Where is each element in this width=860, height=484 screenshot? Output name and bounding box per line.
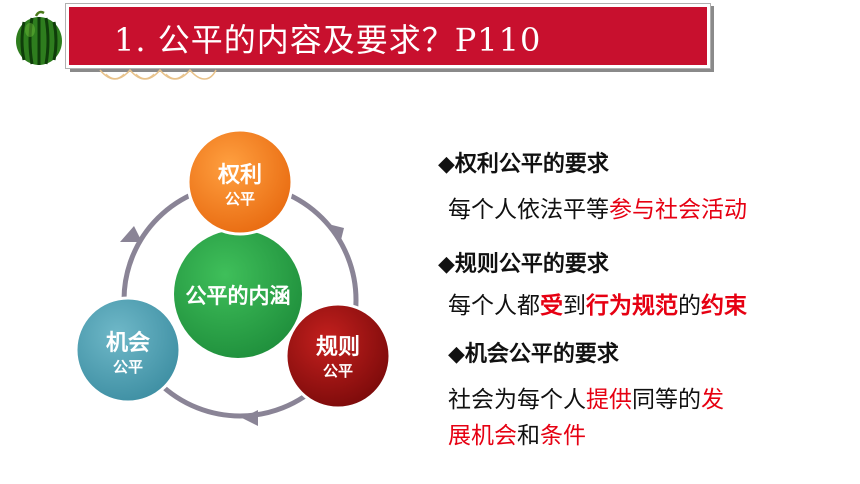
node-opportunity bbox=[74, 296, 182, 404]
rules-requirement-heading: ◆规则公平的要求 bbox=[438, 252, 609, 277]
highlight-text: 提供 bbox=[586, 387, 632, 413]
node-rights bbox=[186, 128, 294, 236]
highlight-text: 参与社会活动 bbox=[609, 197, 747, 223]
highlight-text: 发 bbox=[701, 387, 724, 413]
opportunity-requirement-text-line1: 社会为每个人提供同等的发 bbox=[448, 380, 724, 414]
node-rules-sublabel: 公平 bbox=[323, 362, 353, 380]
highlight-text: 行为规范 bbox=[586, 293, 678, 319]
node-opportunity-label: 机会 bbox=[106, 330, 150, 356]
highlight-text: 条件 bbox=[540, 423, 586, 449]
title-banner bbox=[66, 4, 710, 68]
watermelon-icon bbox=[16, 10, 62, 65]
fairness-cycle-diagram: 公平的内涵 权利 公平 规则 公平 机会 公平 bbox=[74, 128, 392, 426]
text-segment: 和 bbox=[517, 423, 540, 449]
highlight-text: 受 bbox=[540, 293, 563, 319]
center-label: 公平的内涵 bbox=[186, 284, 291, 308]
text-segment: 每个人依法平等 bbox=[448, 197, 609, 223]
text-segment: 到 bbox=[563, 293, 586, 319]
rules-requirement-text: 每个人都受到行为规范的约束 bbox=[448, 286, 747, 320]
text-segment: 社会为每个人 bbox=[448, 387, 586, 413]
text-segment: 每个人都 bbox=[448, 293, 540, 319]
node-rights-sublabel: 公平 bbox=[225, 190, 255, 208]
highlight-text: 约束 bbox=[701, 293, 747, 319]
title-decoration bbox=[99, 68, 217, 80]
rights-requirement-heading: ◆权利公平的要求 bbox=[438, 152, 609, 177]
text-segment: 同等的 bbox=[632, 387, 701, 413]
node-opportunity-sublabel: 公平 bbox=[113, 358, 143, 376]
page-title: 1. 公平的内容及要求？P110 bbox=[114, 21, 542, 59]
rights-requirement-text: 每个人依法平等参与社会活动 bbox=[448, 190, 747, 224]
opportunity-requirement-text-line2: 展机会和条件 bbox=[448, 416, 586, 450]
text-segment: 的 bbox=[678, 293, 701, 319]
center-circle bbox=[174, 230, 302, 358]
opportunity-requirement-heading: ◆机会公平的要求 bbox=[448, 342, 619, 367]
node-rules-label: 规则 bbox=[316, 335, 360, 360]
highlight-text: 展机会 bbox=[448, 423, 517, 449]
arrow-icon bbox=[242, 410, 258, 426]
node-rights-label: 权利 bbox=[217, 162, 262, 188]
arrow-icon bbox=[328, 224, 344, 244]
node-rules bbox=[284, 302, 392, 410]
arrow-icon bbox=[120, 226, 142, 242]
